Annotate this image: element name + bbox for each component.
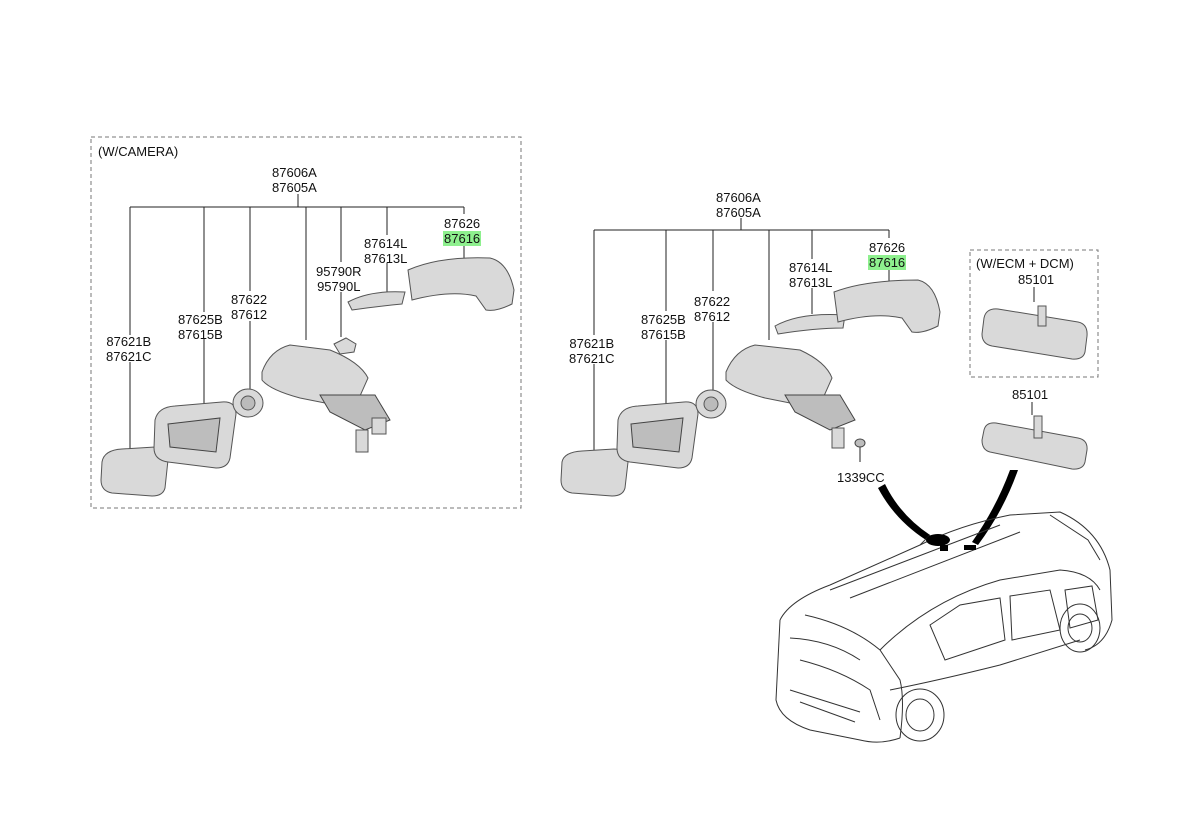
inside-mirror-parts (981, 402, 1088, 470)
mirror-glass-shape (100, 446, 169, 497)
callout-inside-mirror: 85101 (1012, 387, 1048, 402)
part-number: 87606A (272, 165, 317, 180)
part-number: 87626 (869, 240, 906, 255)
callout-side-lamp: 87614L 87613L (364, 236, 407, 266)
part-number: 87613L (789, 275, 833, 290)
part-number: 87622 (231, 292, 268, 307)
part-number-highlighted[interactable]: 87616 (443, 231, 482, 246)
callout-mirror-glass: 87621B 87621C (106, 334, 152, 364)
callout-housing: 87625B 87615B (178, 312, 223, 342)
part-number: 87606A (716, 190, 761, 205)
callout-side-lamp-main: 87614L 87613L (789, 260, 832, 290)
callout-cover-cap: 87626 87616 (443, 216, 482, 246)
camera-leader-lines (129, 194, 465, 452)
camera-shape (333, 337, 357, 355)
camera-box-title: (W/CAMERA) (98, 144, 179, 159)
callout-cover-cap-main: 87626 87616 (868, 240, 907, 270)
part-number: 87612 (694, 309, 731, 324)
part-number: 87612 (231, 307, 268, 322)
part-number: 87605A (272, 180, 317, 195)
ecm-group-box (969, 249, 1099, 378)
callout-actuator: 87622 87612 (231, 292, 267, 322)
part-number: 87621B (106, 334, 152, 349)
part-number: 87615B (178, 327, 223, 342)
part-number: 87622 (694, 294, 731, 309)
part-number: 87621C (569, 351, 615, 366)
camera-parts (100, 257, 515, 497)
part-number: 87605A (716, 205, 761, 220)
pointer-arrow-right (972, 470, 1018, 545)
main-parts (560, 279, 941, 497)
part-number: 87621B (569, 336, 615, 351)
part-number: 87613L (364, 251, 408, 266)
callout-ecm-mirror: 85101 (1018, 272, 1054, 287)
callout-assembly: 87606A 87605A (272, 165, 317, 195)
part-number: 95790L (317, 279, 361, 294)
part-number: 85101 (1018, 272, 1055, 287)
side-lamp-shape (347, 291, 406, 311)
callout-housing-main: 87625B 87615B (641, 312, 686, 342)
part-number: 85101 (1012, 387, 1049, 402)
callout-clip: 1339CC (837, 470, 885, 485)
callout-mirror-glass-main: 87621B 87621C (569, 336, 615, 366)
camera-group-box (90, 136, 522, 509)
car-illustration (775, 511, 1113, 743)
callout-actuator-main: 87622 87612 (694, 294, 730, 324)
callout-assembly-main: 87606A 87605A (716, 190, 761, 220)
part-number: 87614L (789, 260, 833, 275)
ecm-parts (981, 287, 1088, 360)
mirror-base-shape (261, 344, 369, 405)
part-number: 87626 (444, 216, 481, 231)
part-number: 87625B (178, 312, 223, 327)
part-number-highlighted[interactable]: 87616 (868, 255, 907, 270)
cover-cap-shape (407, 257, 515, 311)
part-number: 1339CC (837, 470, 885, 485)
part-number: 95790R (316, 264, 362, 279)
part-number: 87614L (364, 236, 408, 251)
main-leader-lines (593, 218, 890, 462)
part-number: 87621C (106, 349, 152, 364)
part-number: 87615B (641, 327, 686, 342)
part-number: 87625B (641, 312, 686, 327)
ecm-box-title: (W/ECM + DCM) (976, 256, 1074, 271)
pointer-arrow-left (878, 484, 930, 540)
callout-camera: 95790R 95790L (316, 264, 362, 294)
